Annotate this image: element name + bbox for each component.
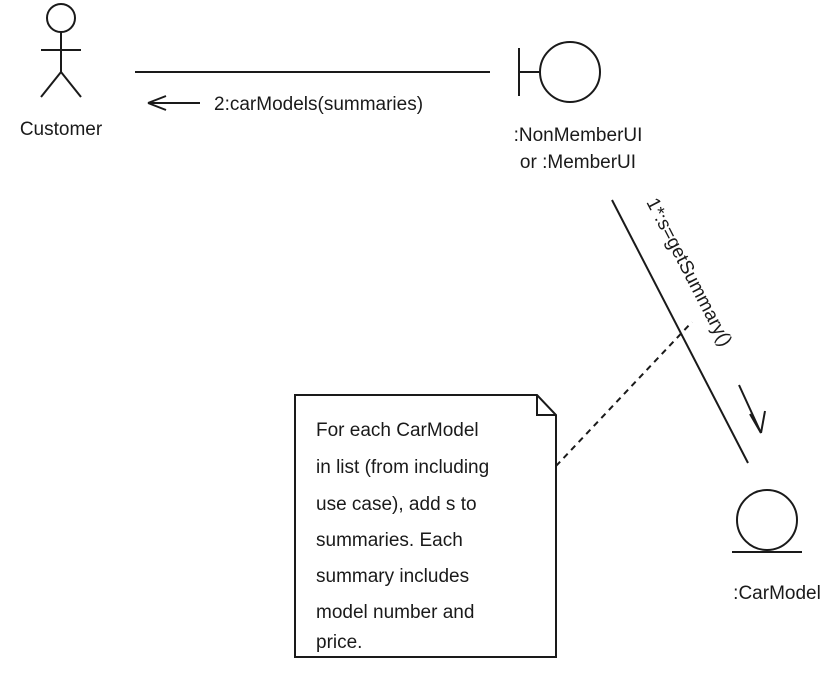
boundary-name-line2: or :MemberUI [520,152,636,173]
note-dog-ear [536,395,556,416]
actor-name-label: Customer [20,119,103,140]
message-carmodels-arrow [147,95,200,111]
entity-circle [736,489,798,551]
note[interactable]: For each CarModel in list (from includin… [294,394,557,658]
note-line-7: price. [316,632,362,653]
note-line-3: use case), add s to [316,494,477,515]
message-getsummary[interactable]: 1*:s=getSummary() [642,195,766,434]
message-carmodels-label: 2:carModels(summaries) [214,94,423,115]
message-carmodels[interactable]: 2:carModels(summaries) [147,94,423,115]
message-getsummary-arrow [738,384,766,434]
actor-customer[interactable]: Customer [20,3,103,140]
note-line-4: summaries. Each [316,530,463,551]
note-body [294,394,557,658]
note-line-2: in list (from including [316,457,489,478]
actor-head [46,3,76,33]
note-line-6: model number and [316,602,474,623]
entity-name-label: :CarModel [733,583,821,604]
actor-left-leg [40,71,62,98]
boundary-name-line1: :NonMemberUI [514,125,643,146]
link-ui-carmodel[interactable] [611,199,749,464]
note-anchor-line [555,321,693,467]
entity-object-carmodel[interactable]: :CarModel [732,489,821,604]
boundary-object-ui[interactable]: :NonMemberUI or :MemberUI [514,41,643,173]
note-line-1: For each CarModel [316,420,479,441]
boundary-circle [539,41,601,103]
actor-right-leg [60,71,82,98]
note-line-5: summary includes [316,566,469,587]
